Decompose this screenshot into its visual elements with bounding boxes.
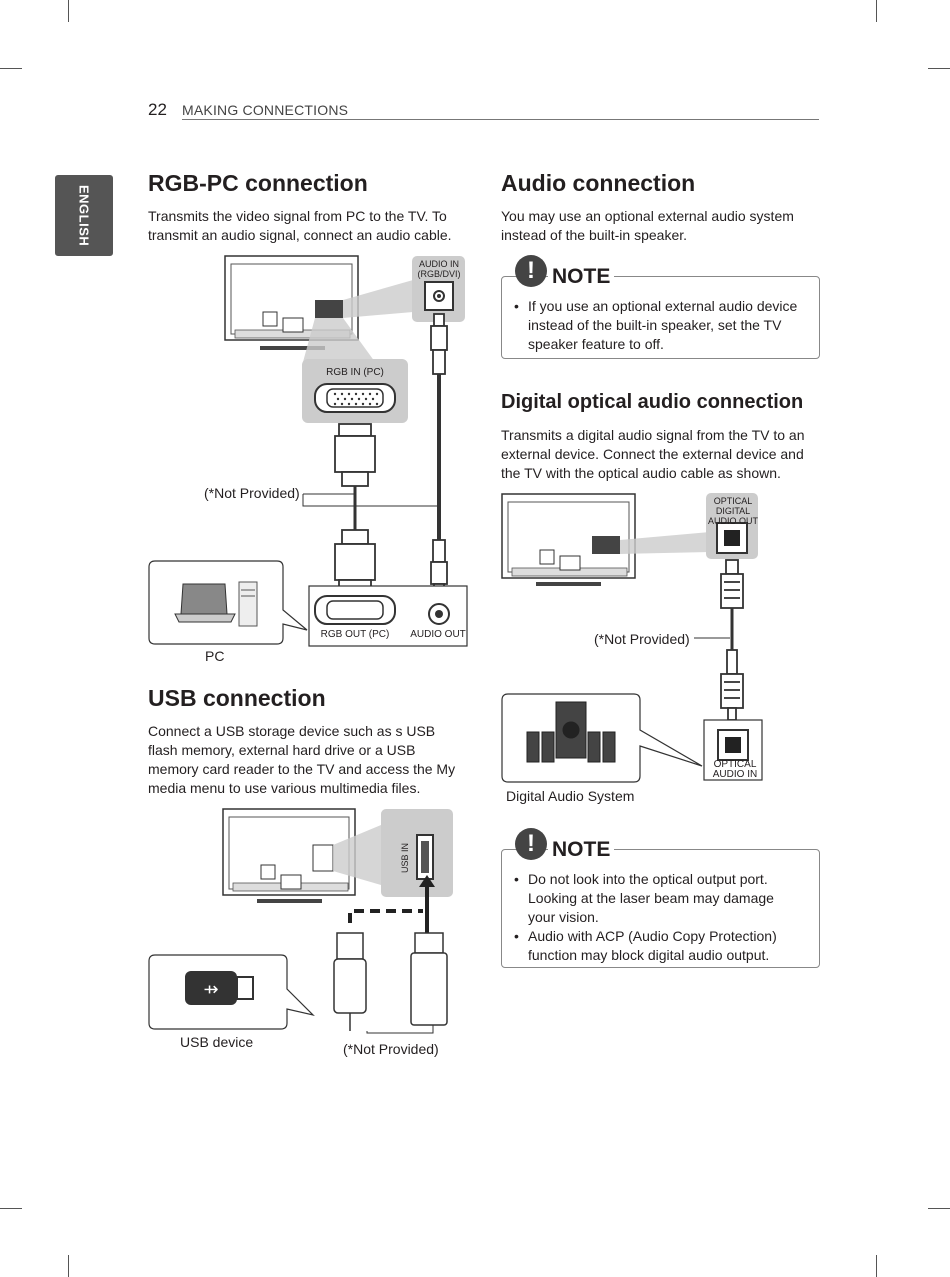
optical-description: Transmits a digital audio signal from th…	[501, 427, 805, 481]
tv-back-illustration	[501, 493, 636, 586]
crop-mark	[0, 68, 22, 69]
not-provided-label: (*Not Provided)	[204, 485, 300, 501]
optical-in-label: OPTICAL AUDIO IN	[705, 760, 765, 780]
audio-note-title: NOTE	[548, 265, 615, 289]
rgb-pc-diagram	[148, 255, 468, 647]
audio-in-label-line2: (RGB/DVI)	[417, 269, 461, 279]
pc-callout	[148, 560, 308, 645]
crop-mark	[68, 1255, 69, 1277]
crop-mark	[876, 0, 877, 22]
optical-out-label-line1: OPTICAL	[713, 496, 753, 506]
audio-description: You may use an optional external audio s…	[501, 208, 794, 243]
crop-mark	[0, 1208, 22, 1209]
svg-text:⇸: ⇸	[203, 979, 218, 999]
speaker-system-illustration	[526, 701, 616, 763]
usb-not-provided-label: (*Not Provided)	[343, 1041, 439, 1057]
pc-label: PC	[205, 648, 225, 664]
usb-device-label: USB device	[180, 1034, 254, 1050]
crop-mark	[928, 68, 950, 69]
rgb-out-label: RGB OUT (PC)	[320, 629, 390, 640]
optical-note-item: Do not look into the optical output port…	[502, 870, 802, 927]
header-divider	[182, 119, 819, 120]
audio-title: Audio connection	[501, 170, 696, 196]
audio-note-box: ! NOTE If you use an optional external a…	[501, 255, 820, 359]
language-tab: ENGLISH	[55, 175, 113, 256]
optical-out-label: OPTICAL DIGITAL AUDIO OUT	[706, 496, 760, 526]
audio-cable	[430, 313, 448, 595]
optical-not-provided-label: (*Not Provided)	[594, 631, 690, 647]
laptop-illustration	[174, 583, 236, 623]
optical-out-label-line3: AUDIO OUT	[707, 516, 758, 526]
optical-diagram	[501, 493, 763, 783]
tv-back-illustration	[224, 255, 359, 350]
audio-in-label: AUDIO IN (RGB/DVI)	[413, 259, 465, 279]
usb-in-label: USB IN	[400, 843, 410, 874]
optical-out-label-line2: DIGITAL	[715, 506, 751, 516]
section-title: MAKING CONNECTIONS	[182, 102, 349, 118]
usb-stick-icon: ⇸	[185, 971, 254, 1005]
crop-mark	[68, 0, 69, 22]
language-tab-label: ENGLISH	[76, 184, 92, 247]
usb-memory-stick	[410, 932, 448, 1026]
rgb-pc-title: RGB-PC connection	[148, 170, 368, 196]
rgb-cable	[334, 423, 376, 589]
tv-back-illustration	[222, 808, 356, 903]
audio-system-label: Digital Audio System	[506, 788, 635, 804]
usb-title: USB connection	[148, 685, 326, 711]
optical-cable	[720, 559, 744, 721]
page-number: 22	[148, 100, 167, 119]
usb-diagram: ⇸	[148, 808, 453, 1034]
warning-icon: !	[515, 828, 547, 860]
audio-note-item: If you use an optional external audio de…	[502, 297, 812, 354]
crop-mark	[928, 1208, 950, 1209]
usb-cable	[333, 932, 367, 1031]
optical-note-title: NOTE	[548, 838, 615, 862]
rgb-in-label: RGB IN (PC)	[326, 367, 384, 378]
audio-in-label-line1: AUDIO IN	[418, 259, 459, 269]
optical-note-box: ! NOTE Do not look into the optical outp…	[501, 828, 820, 968]
optical-in-label-line1: OPTICAL	[713, 759, 757, 770]
optical-title: Digital optical audio connection	[501, 391, 804, 413]
rgb-pc-description: Transmits the video signal from PC to th…	[148, 208, 452, 243]
crop-mark	[876, 1255, 877, 1277]
pc-tower-illustration	[238, 581, 258, 627]
optical-note-item: Audio with ACP (Audio Copy Protection) f…	[502, 927, 802, 965]
audio-out-label: AUDIO OUT	[410, 629, 466, 640]
warning-icon: !	[515, 255, 547, 287]
optical-in-label-line2: AUDIO IN	[712, 769, 758, 780]
usb-description: Connect a USB storage device such as s U…	[148, 723, 456, 796]
